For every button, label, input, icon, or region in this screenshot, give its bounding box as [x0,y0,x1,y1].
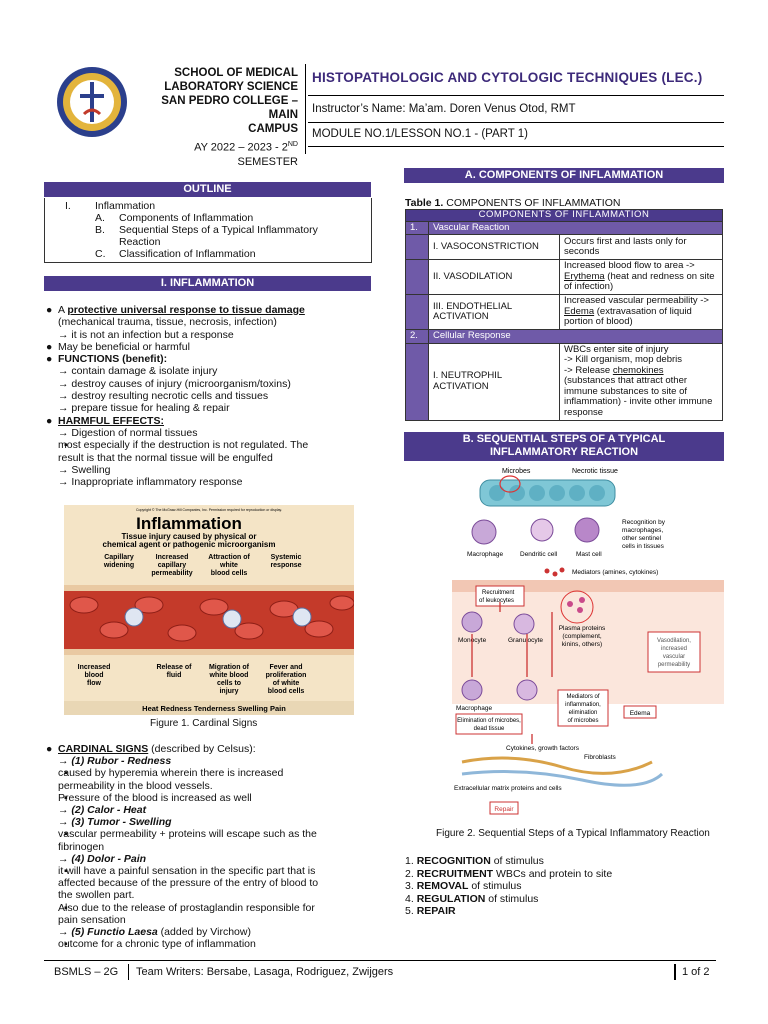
svg-text:permeability: permeability [658,662,690,668]
svg-text:Fibroblasts: Fibroblasts [584,754,617,761]
svg-text:Macrophage: Macrophage [467,551,504,558]
svg-text:white: white [219,562,238,569]
svg-text:Edema: Edema [630,710,651,717]
page-number: 1 of 2 [682,966,710,978]
svg-text:Mast cell: Mast cell [576,551,602,558]
inflammation-steps-list: 1. RECOGNITION of stimulus 2. RECRUITMEN… [405,855,612,918]
figure-sequential-steps: Microbes Necrotic tissue Macrophage Dend… [452,462,724,822]
school-logo [57,67,127,137]
svg-text:chemical agent or pathogenic m: chemical agent or pathogenic microorgani… [103,540,276,549]
footer-course-section: BSMLS – 2G [54,966,119,978]
components-table: COMPONENTS OF INFLAMMATION 1.Vascular Re… [405,209,723,421]
figure2-caption: Figure 2. Sequential Steps of a Typical … [436,828,710,839]
svg-text:Microbes: Microbes [502,468,531,475]
header-rule [308,95,724,96]
svg-text:fluid: fluid [167,672,182,679]
svg-text:Vasodilation,: Vasodilation, [657,638,691,644]
svg-text:cells in tissues: cells in tissues [622,543,665,550]
copyright-text: Copyright © The McGraw-Hill Companies, I… [136,508,282,512]
section-inflammation-title: I. INFLAMMATION [44,276,371,291]
svg-text:injury: injury [219,688,238,695]
list-item: 2. RECRUITMENT WBCs and protein to site [405,867,613,880]
svg-text:proliferation: proliferation [266,672,307,679]
svg-text:other sentinel: other sentinel [622,535,662,542]
svg-text:macrophages,: macrophages, [622,527,663,534]
svg-text:of leukocytes: of leukocytes [479,598,514,604]
inflammation-content: ●A protective universal response to tiss… [46,304,309,489]
cardinal-signs-strip: Heat Redness Tenderness Swelling Pain [142,704,286,713]
svg-text:Recruitment: Recruitment [482,590,515,596]
svg-text:blood cells: blood cells [268,688,305,695]
figure1-caption: Figure 1. Cardinal Signs [150,718,258,729]
svg-text:Increased: Increased [156,554,189,561]
header-rule [308,122,724,123]
course-title: HISTOPATHOLOGIC AND CYTOLOGIC TECHNIQUES… [312,70,703,85]
footer-writers: Team Writers: Bersabe, Lasaga, Rodriguez… [136,966,394,978]
svg-text:permeability: permeability [151,570,192,577]
svg-text:Migration of: Migration of [209,664,250,671]
cardinal-signs-content: ●CARDINAL SIGNS (described by Celsus): →… [46,743,319,951]
table1-caption: Table 1. COMPONENTS OF INFLAMMATION [405,197,621,209]
svg-text:Mediators of: Mediators of [566,694,599,700]
instructor-name: Instructor’s Name: Ma’am. Doren Venus Ot… [312,103,576,115]
svg-text:Dendritic cell: Dendritic cell [520,551,558,558]
svg-text:Plasma proteins: Plasma proteins [559,625,606,632]
footer-divider [128,964,129,980]
svg-text:elimination: elimination [569,710,598,716]
list-item: 5. REPAIR [405,905,456,918]
svg-text:Fever and: Fever and [269,664,302,671]
svg-text:Capillary: Capillary [104,554,134,561]
section-components-title: A. COMPONENTS OF INFLAMMATION [404,168,724,183]
module-label: MODULE NO.1/LESSON NO.1 - (PART 1) [312,128,528,140]
list-item: 4. REGULATION of stimulus [405,892,539,905]
svg-text:Repair: Repair [494,806,514,813]
academic-year: AY 2022 – 2023 - 2ND SEMESTER [194,141,298,168]
svg-text:Necrotic tissue: Necrotic tissue [572,468,618,475]
svg-text:of microbes: of microbes [567,718,598,724]
svg-text:of white: of white [273,680,300,687]
svg-text:blood cells: blood cells [211,570,248,577]
svg-text:cells to: cells to [217,680,241,687]
svg-text:widening: widening [103,562,134,569]
svg-text:vascular: vascular [663,654,685,660]
svg-text:inflammation,: inflammation, [565,702,601,708]
svg-text:Systemic: Systemic [271,554,302,561]
svg-text:Increased: Increased [78,664,111,671]
svg-text:Macrophage: Macrophage [456,705,493,712]
svg-text:Mediators (amines, cytokines): Mediators (amines, cytokines) [572,569,658,576]
svg-text:capillary: capillary [158,562,187,569]
svg-text:(complement,: (complement, [562,633,602,640]
svg-text:Attraction of: Attraction of [208,554,250,561]
header-divider [305,64,306,154]
svg-text:white blood: white blood [209,672,249,679]
svg-text:Recognition by: Recognition by [622,519,666,526]
svg-text:flow: flow [87,680,102,687]
svg-text:dead tissue: dead tissue [474,726,505,732]
figure1-title: Inflammation [136,514,242,533]
svg-text:Elimination of microbes,: Elimination of microbes, [457,718,521,724]
list-item: 1. RECOGNITION of stimulus [405,855,544,867]
svg-text:increased: increased [661,646,687,652]
svg-text:Granulocyte: Granulocyte [508,637,543,644]
outline-title: OUTLINE [44,182,371,197]
footer-rule [44,960,716,961]
svg-text:response: response [270,562,301,569]
footer-divider [674,964,676,980]
svg-text:Tissue injury caused by physic: Tissue injury caused by physical or [121,532,256,541]
figure-cardinal-signs: Copyright © The McGraw-Hill Companies, I… [64,505,355,715]
list-item: 3. REMOVAL of stimulus [405,880,522,893]
school-name: SCHOOL OF MEDICAL LABORATORY SCIENCE SAN… [140,66,298,169]
header-rule [308,146,724,147]
svg-text:kinins, others): kinins, others) [562,641,602,648]
outline-box: I.Inflammation A.Components of Inflammat… [44,198,372,263]
svg-text:Extracellular matrix proteins: Extracellular matrix proteins and cells [454,785,562,792]
svg-text:blood: blood [84,672,103,679]
svg-text:Release of: Release of [156,664,192,671]
svg-text:Cytokines, growth factors: Cytokines, growth factors [506,745,580,752]
